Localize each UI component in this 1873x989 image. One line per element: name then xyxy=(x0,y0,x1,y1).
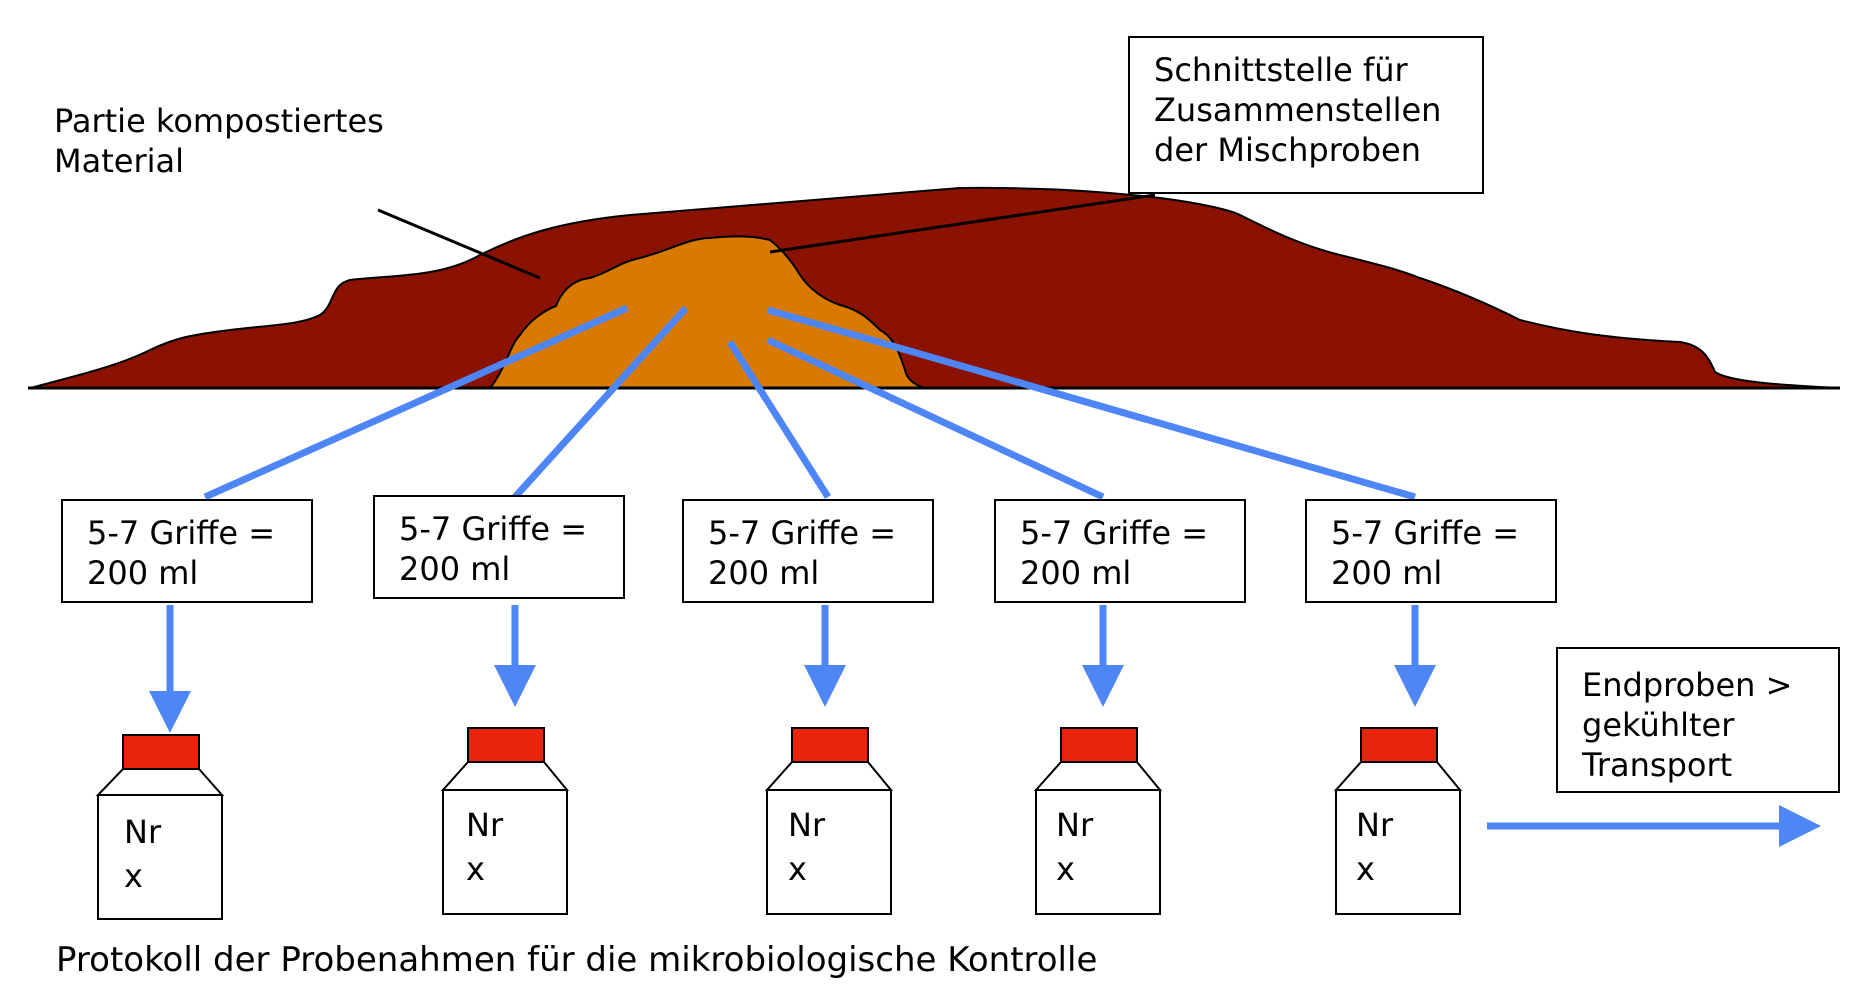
batch-label-line-2: Material xyxy=(54,142,184,180)
bottle-label-line-1: Nr xyxy=(788,806,826,844)
sample-box-line-1: 5-7 Griffe = xyxy=(708,514,896,552)
bottle-label-line-2: x xyxy=(124,857,143,895)
bottle-label-line-2: x xyxy=(1056,850,1075,888)
bottle-2 xyxy=(440,727,570,915)
bottle-label-line-1: Nr xyxy=(1356,806,1394,844)
bottle-cap xyxy=(791,727,869,763)
bottle-label-line-2: x xyxy=(1356,850,1375,888)
bottle-3 xyxy=(764,727,894,915)
sampling-line-2 xyxy=(512,305,689,500)
bottle-body xyxy=(97,794,223,920)
bottle-cap xyxy=(1360,727,1438,763)
bottle-body xyxy=(1035,789,1161,915)
sample-box-3: 5-7 Griffe = 200 ml xyxy=(682,499,934,603)
sample-box-line-2: 200 ml xyxy=(399,550,511,588)
bottle-4 xyxy=(1033,727,1163,915)
bottle-1 xyxy=(95,734,225,920)
compost-heap xyxy=(29,186,1841,389)
bottle-cap xyxy=(467,727,545,763)
sample-box-1: 5-7 Griffe = 200 ml xyxy=(61,499,313,603)
final-box-line-2: gekühlter xyxy=(1582,706,1735,744)
bottle-shoulder xyxy=(95,768,225,796)
final-box-line-3: Transport xyxy=(1582,746,1733,784)
final-box-line-1: Endproben > xyxy=(1582,666,1793,704)
bottle-label-line-1: Nr xyxy=(124,813,162,851)
batch-pointer-line xyxy=(377,208,541,280)
bottle-label-2: Nr x xyxy=(466,803,503,891)
batch-label-line-1: Partie kompostiertes xyxy=(54,102,384,140)
sampled-batch xyxy=(487,235,926,389)
sample-box-5: 5-7 Griffe = 200 ml xyxy=(1305,499,1557,603)
interface-pointer-line xyxy=(769,193,1156,254)
sample-box-line-1: 5-7 Griffe = xyxy=(399,510,587,548)
bottle-label-3: Nr x xyxy=(788,803,825,891)
diagram-caption: Protokoll der Probenahmen für die mikrob… xyxy=(56,940,1098,980)
sample-box-line-2: 200 ml xyxy=(87,554,199,592)
sample-box-line-2: 200 ml xyxy=(708,554,820,592)
sample-box-line-1: 5-7 Griffe = xyxy=(87,514,275,552)
sample-box-line-2: 200 ml xyxy=(1331,554,1443,592)
interface-box: Schnittstelle für Zusammenstellen der Mi… xyxy=(1128,36,1484,194)
sample-box-line-1: 5-7 Griffe = xyxy=(1020,514,1208,552)
sampling-line-5 xyxy=(767,306,1416,501)
bottle-shoulder xyxy=(764,761,894,791)
interface-label-line-3: der Mischproben xyxy=(1154,131,1421,169)
bottle-body xyxy=(442,789,568,915)
bottle-5 xyxy=(1333,727,1463,915)
batch-label: Partie kompostiertes Material xyxy=(54,101,384,181)
bottle-label-4: Nr x xyxy=(1056,803,1093,891)
sampling-line-1 xyxy=(203,304,629,501)
bottle-label-line-2: x xyxy=(466,850,485,888)
bottle-shoulder xyxy=(1333,761,1463,791)
sampling-line-4 xyxy=(766,336,1105,501)
final-transport-box: Endproben > gekühlter Transport xyxy=(1556,647,1840,793)
transfer-arrows xyxy=(149,605,1436,733)
bottle-body xyxy=(766,789,892,915)
sampling-line-3 xyxy=(727,340,831,499)
bottle-body xyxy=(1335,789,1461,915)
bottle-label-line-1: Nr xyxy=(466,806,504,844)
interface-label-line-1: Schnittstelle für xyxy=(1154,51,1408,89)
sample-box-line-2: 200 ml xyxy=(1020,554,1132,592)
bottle-cap xyxy=(1060,727,1138,763)
bottle-shoulder xyxy=(1033,761,1163,791)
bottle-label-5: Nr x xyxy=(1356,803,1393,891)
bottle-label-line-1: Nr xyxy=(1056,806,1094,844)
sample-box-2: 5-7 Griffe = 200 ml xyxy=(373,495,625,599)
bottle-label-line-2: x xyxy=(788,850,807,888)
interface-label-line-2: Zusammenstellen xyxy=(1154,91,1442,129)
sample-box-4: 5-7 Griffe = 200 ml xyxy=(994,499,1246,603)
sample-box-line-1: 5-7 Griffe = xyxy=(1331,514,1519,552)
bottle-shoulder xyxy=(440,761,570,791)
bottle-cap xyxy=(122,734,200,770)
bottle-label-1: Nr x xyxy=(124,810,161,898)
sampling-lines xyxy=(203,304,1416,501)
